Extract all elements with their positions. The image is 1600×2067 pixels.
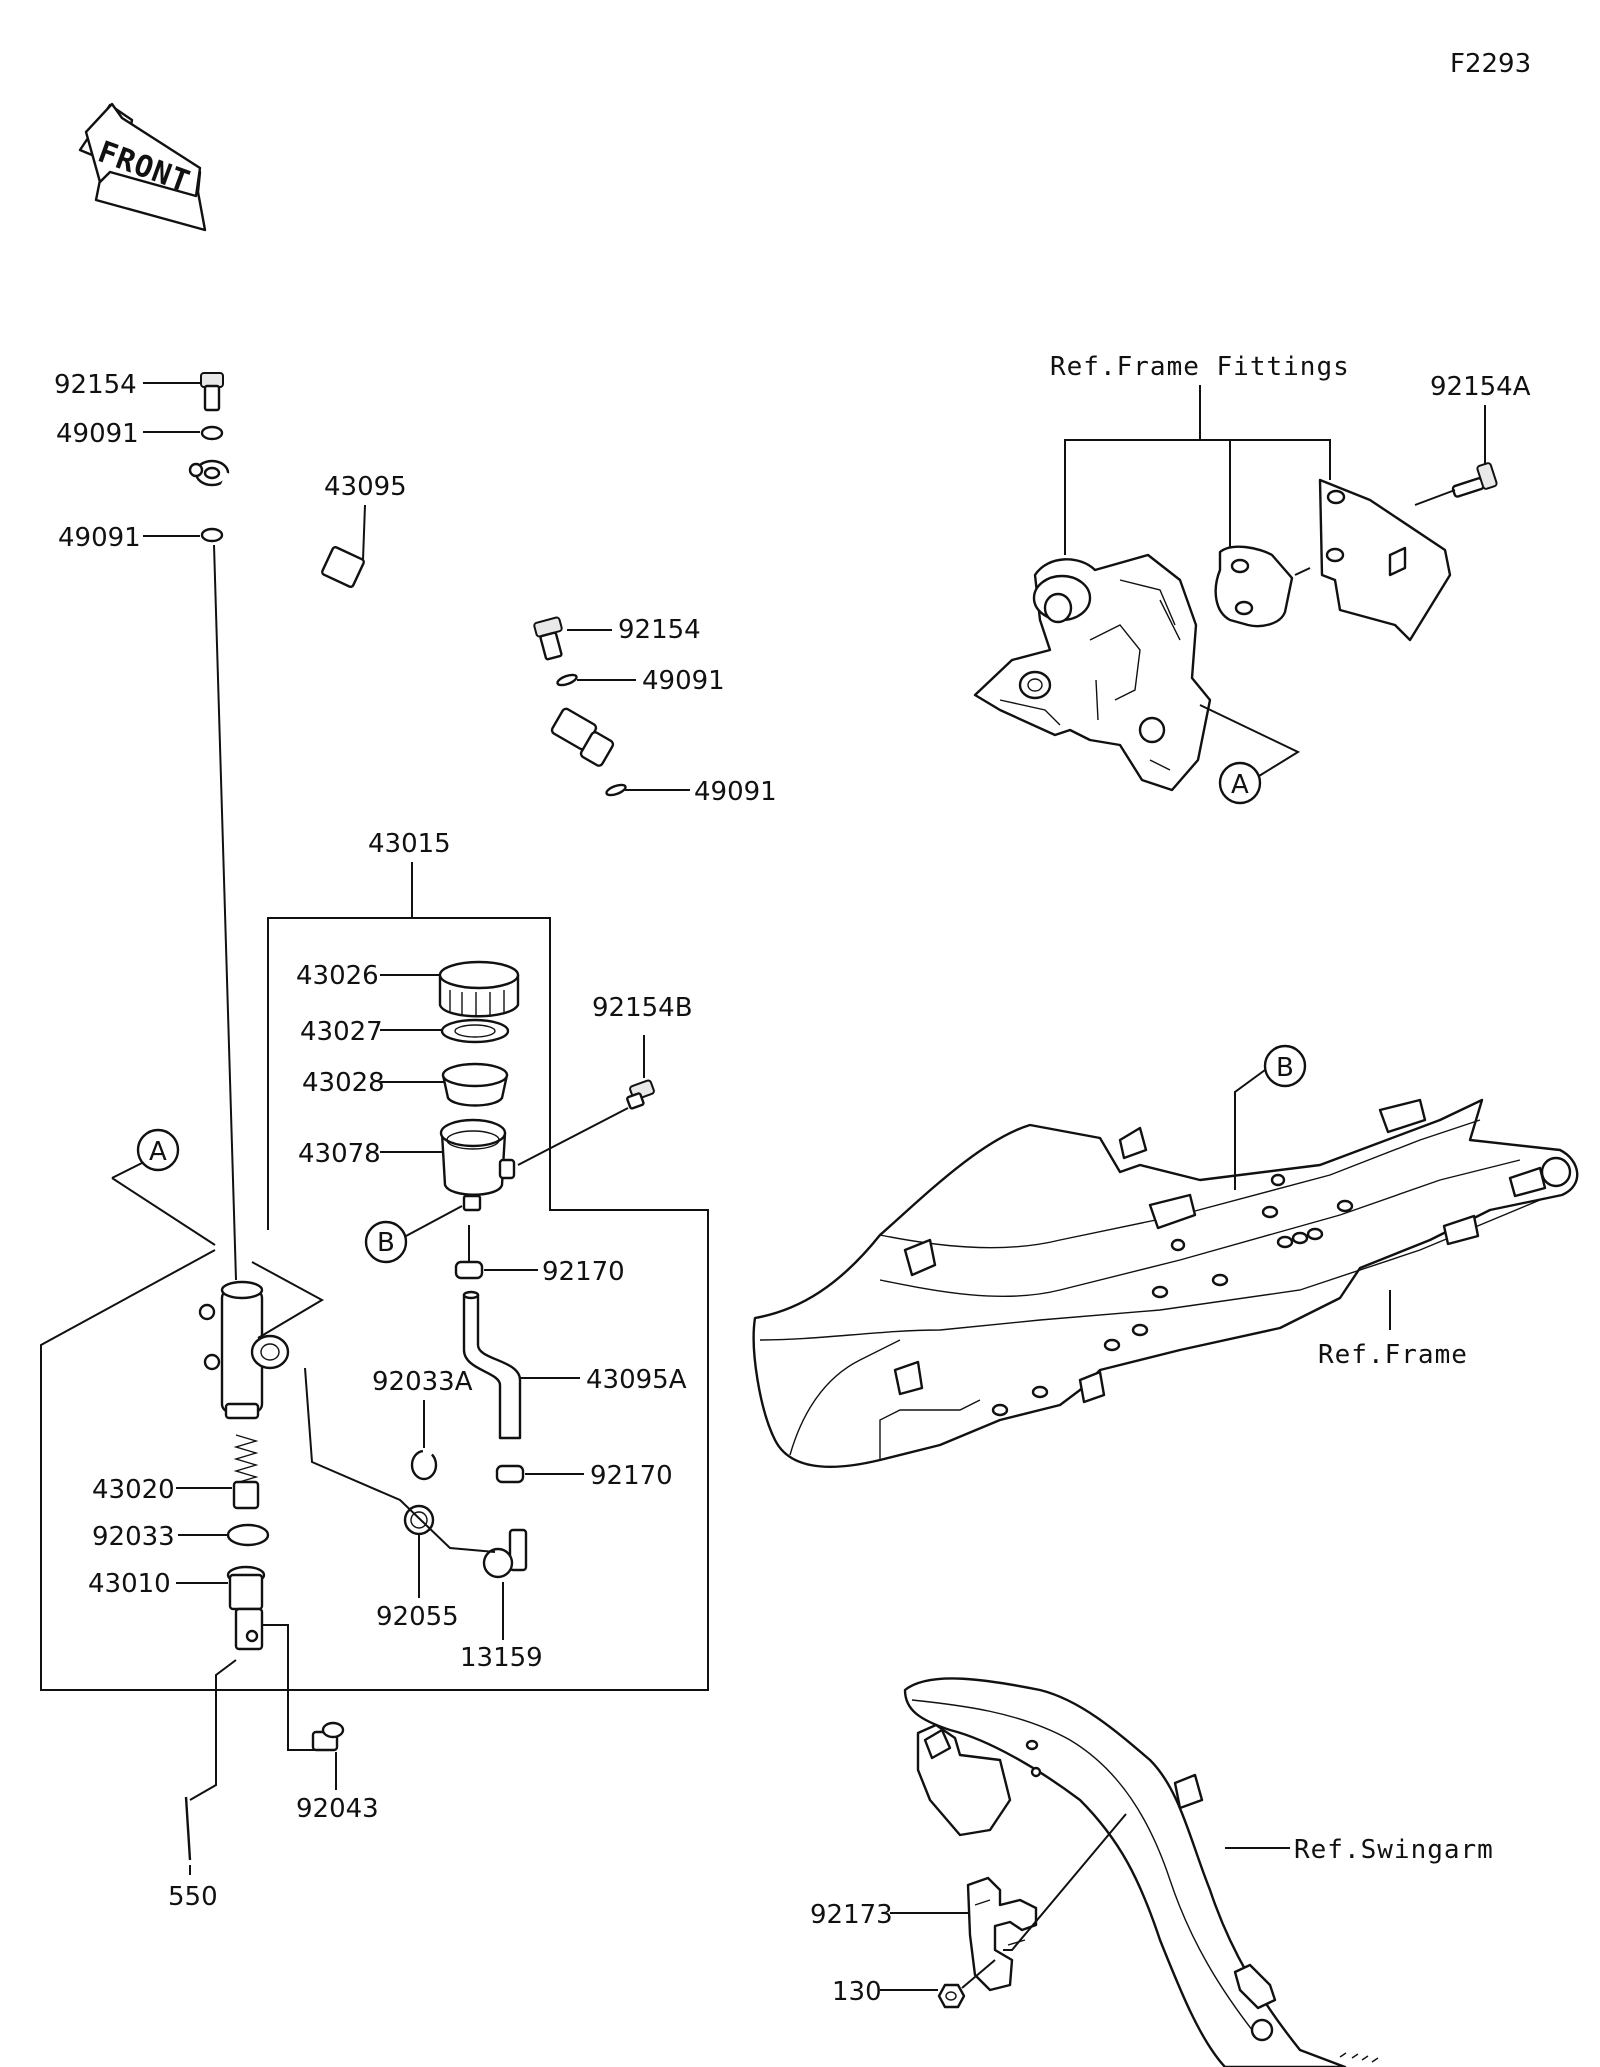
label-92154: 92154 bbox=[54, 370, 137, 400]
callout-b-lower bbox=[1263, 1044, 1307, 1088]
label-43020: 43020 bbox=[92, 1475, 175, 1505]
callout-b-label: B bbox=[1276, 1053, 1294, 1083]
leader-line bbox=[213, 544, 237, 1281]
ref-swingarm: Ref.Swingarm bbox=[1294, 1835, 1494, 1865]
figure-code: F2293 bbox=[1450, 49, 1531, 79]
label-43095A: 43095A bbox=[586, 1365, 687, 1395]
master-cylinder bbox=[198, 1280, 290, 1420]
clamp-92173 bbox=[966, 1876, 1038, 1992]
label-49091: 49091 bbox=[642, 666, 725, 696]
ref-frame-fittings: Ref.Frame Fittings bbox=[1050, 352, 1350, 382]
callout-a-lower bbox=[136, 1128, 180, 1172]
swingarm-drawing bbox=[903, 1677, 1379, 2067]
front-arrow-icon: FRONT bbox=[78, 102, 207, 232]
ref-frame: Ref.Frame bbox=[1318, 1340, 1468, 1370]
callout-a-upper bbox=[1218, 761, 1262, 805]
reservoir-43078 bbox=[439, 1118, 516, 1212]
label-550: 550 bbox=[168, 1882, 218, 1912]
label-49091: 49091 bbox=[694, 777, 777, 807]
clevis-43010 bbox=[226, 1565, 266, 1651]
label-92154: 92154 bbox=[618, 615, 701, 645]
reservoir-cap bbox=[438, 960, 520, 1018]
label-92043: 92043 bbox=[296, 1794, 379, 1824]
label-92173: 92173 bbox=[810, 1900, 893, 1930]
label-43095: 43095 bbox=[324, 472, 407, 502]
label-92170: 92170 bbox=[590, 1461, 673, 1491]
label-49091: 49091 bbox=[56, 419, 139, 449]
label-92154A: 92154A bbox=[1430, 372, 1531, 402]
label-130: 130 bbox=[832, 1977, 882, 2007]
push-rod-43020 bbox=[232, 1434, 260, 1510]
callout-b-label: B bbox=[377, 1228, 395, 1258]
label-49091: 49091 bbox=[58, 523, 141, 553]
label-92055: 92055 bbox=[376, 1602, 459, 1632]
label-92154B: 92154B bbox=[592, 993, 693, 1023]
label-92170: 92170 bbox=[542, 1257, 625, 1287]
callout-b-upper bbox=[364, 1220, 408, 1264]
clevis-pin-92043 bbox=[311, 1721, 345, 1752]
label-43010: 43010 bbox=[88, 1569, 171, 1599]
label-92033A: 92033A bbox=[372, 1367, 473, 1397]
callout-a-label: A bbox=[1231, 770, 1249, 800]
label-43028: 43028 bbox=[302, 1068, 385, 1098]
label-43015: 43015 bbox=[368, 829, 451, 859]
frame-fitting-assembly bbox=[973, 462, 1498, 792]
callout-a-label: A bbox=[149, 1137, 167, 1167]
label-43027: 43027 bbox=[300, 1017, 383, 1047]
label-13159: 13159 bbox=[460, 1643, 543, 1673]
frame-drawing bbox=[752, 1098, 1579, 1469]
hose-43095-drawing bbox=[188, 372, 627, 797]
bolt-130 bbox=[937, 1983, 966, 2009]
label-43078: 43078 bbox=[298, 1139, 381, 1169]
label-92033: 92033 bbox=[92, 1522, 175, 1552]
label-43026: 43026 bbox=[296, 961, 379, 991]
